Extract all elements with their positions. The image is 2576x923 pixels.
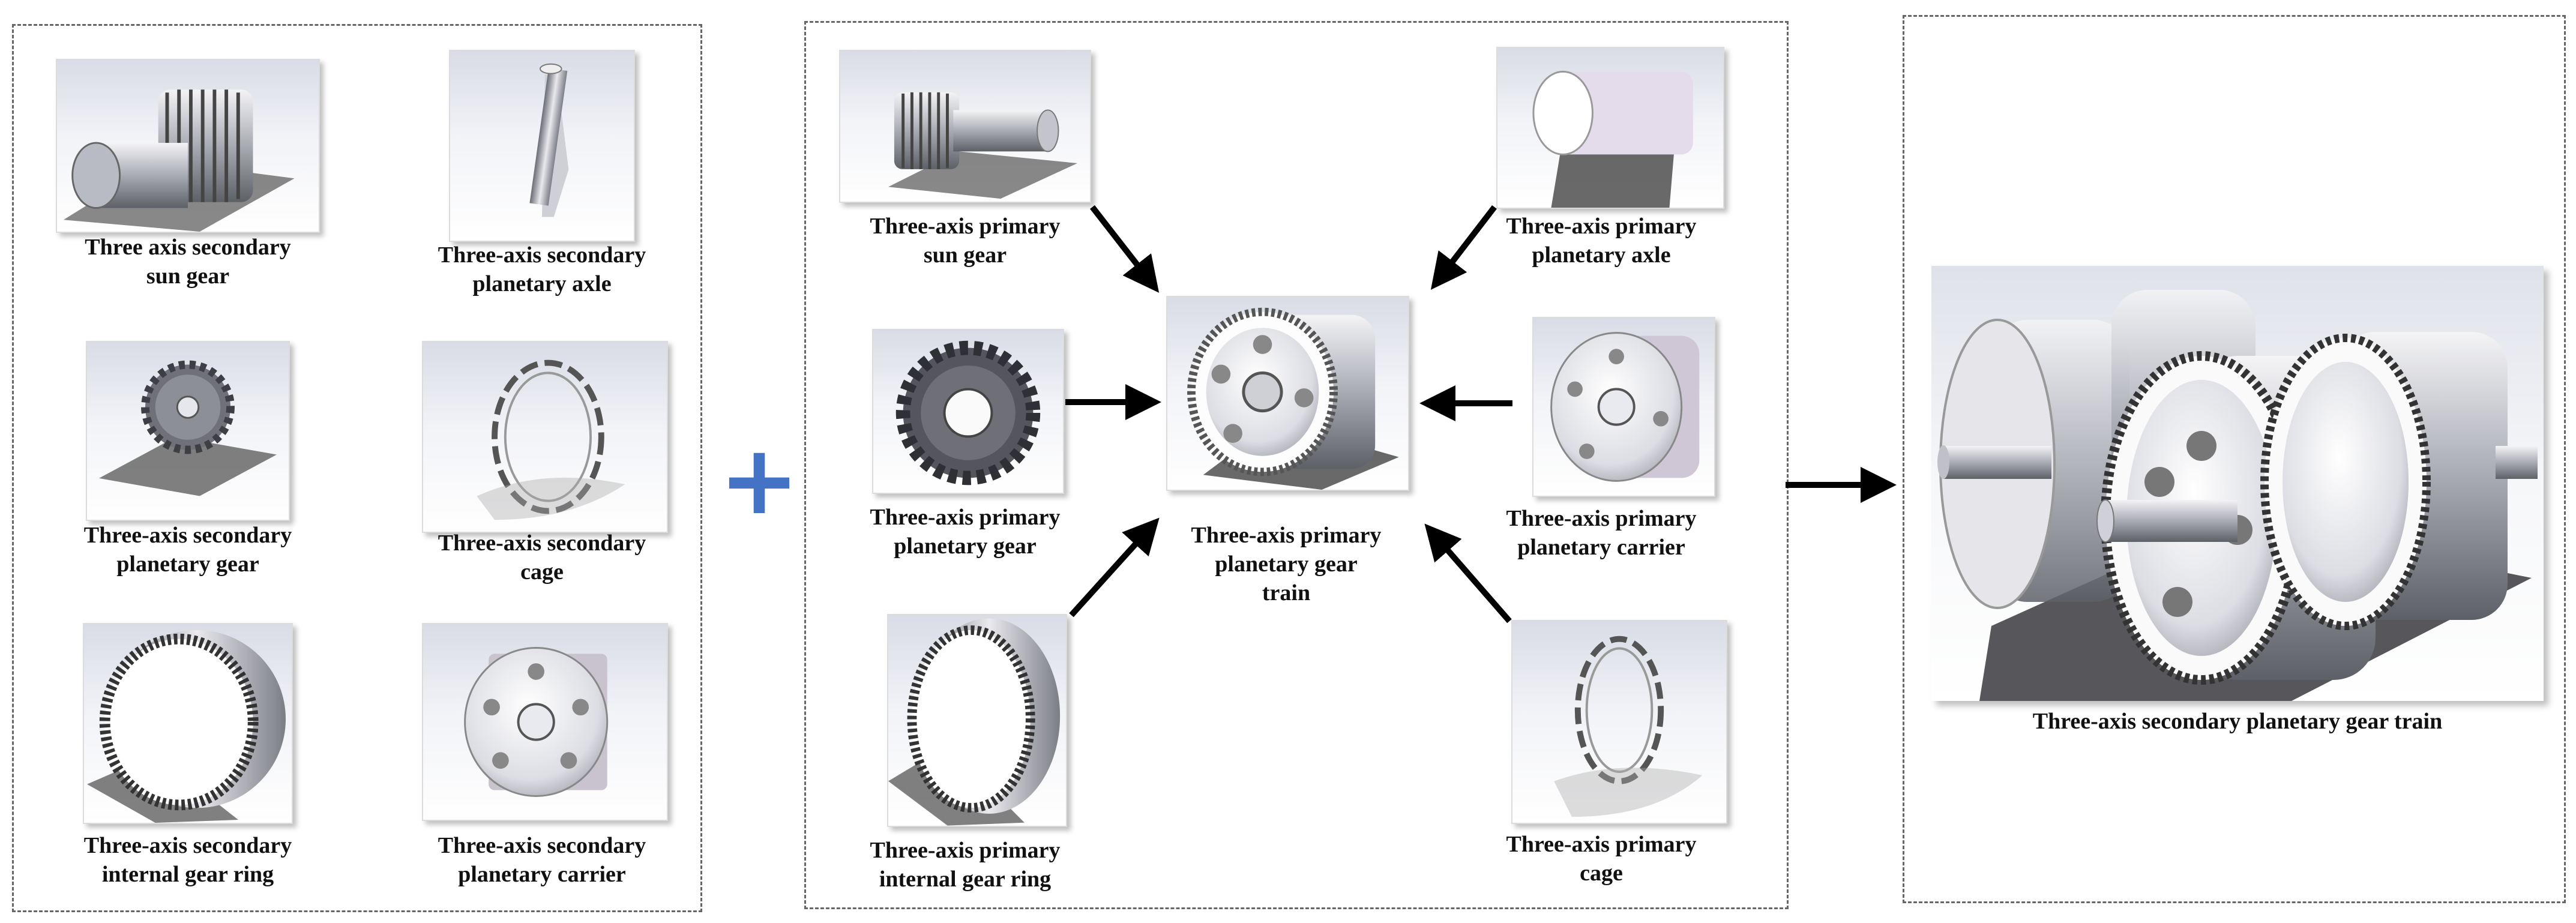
- plus-icon: +: [718, 424, 800, 536]
- primary-gear-train-image: [1166, 296, 1409, 491]
- primary-planetary-gear-image: [872, 329, 1064, 494]
- secondary-sun-gear-image: [56, 59, 320, 233]
- primary-sun-gear-image: [839, 50, 1091, 203]
- secondary-internal-gear-ring-image: [83, 623, 293, 824]
- primary-planetary-axle-image: [1496, 47, 1724, 209]
- primary-cage-image: [1511, 620, 1727, 824]
- secondary-planetary-carrier-image: [422, 623, 668, 821]
- secondary-gear-train-image: [1931, 266, 2544, 701]
- primary-planetary-carrier-image: [1532, 317, 1715, 497]
- secondary-planetary-gear-image: [86, 341, 290, 521]
- secondary-cage-image: [422, 341, 668, 533]
- secondary-gear-train-label: Three-axis secondary planetary gear trai…: [2032, 709, 2443, 734]
- primary-internal-gear-ring-image: [887, 614, 1067, 827]
- assembled-gear-train-panel: Three-axis secondary planetary gear trai…: [1903, 15, 2566, 903]
- secondary-planetary-axle-image: [449, 50, 635, 242]
